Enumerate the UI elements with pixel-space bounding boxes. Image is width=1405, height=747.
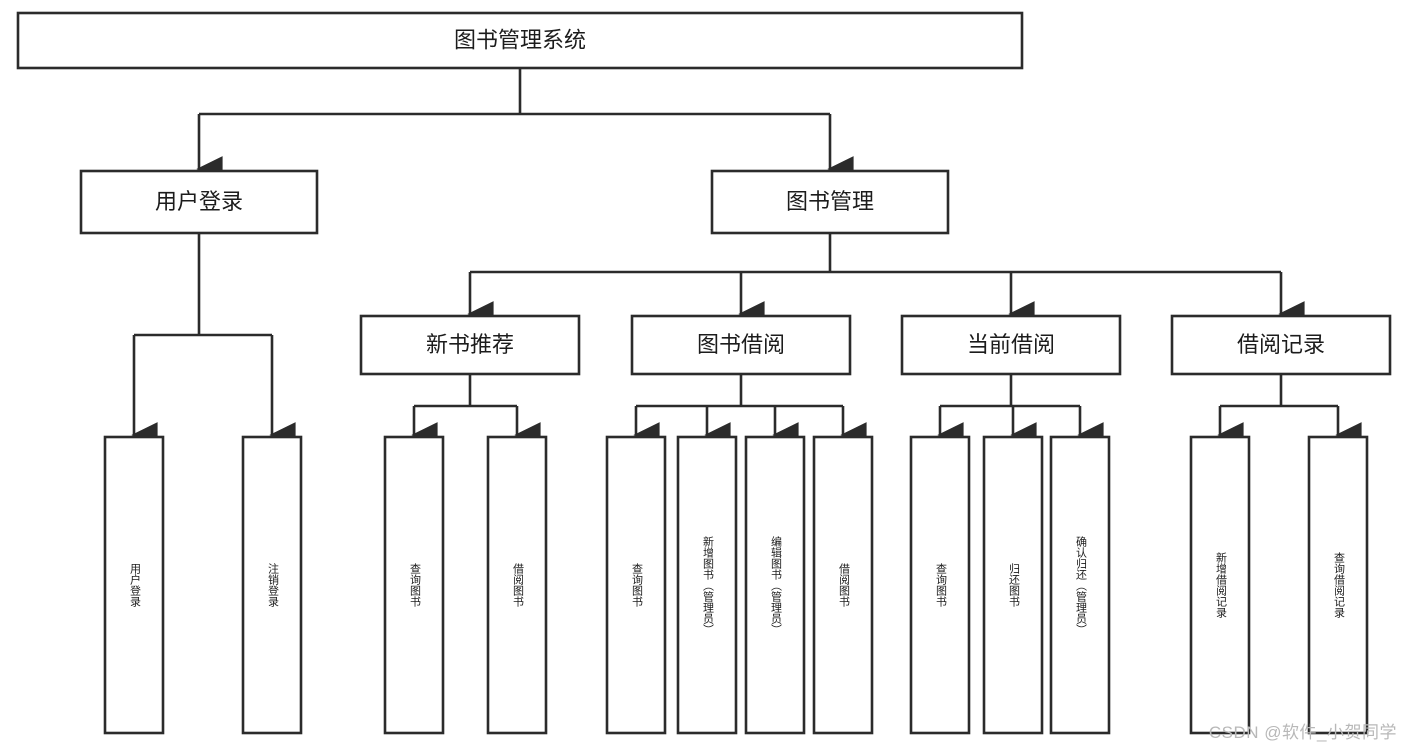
leaf-node-2-box[interactable] xyxy=(383,435,445,735)
level2-node-1-label: 图书管理 xyxy=(786,189,874,214)
root-node-box[interactable] xyxy=(16,11,1024,70)
leaf-node-0-box[interactable] xyxy=(103,435,165,735)
level2-node-0-label: 用户登录 xyxy=(155,189,243,214)
boxes-layer xyxy=(16,11,1392,735)
leaf-node-5-box[interactable] xyxy=(676,435,738,735)
level2-node-0-box[interactable] xyxy=(79,169,319,235)
leaf-node-1-box[interactable] xyxy=(241,435,303,735)
level3-node-0-box[interactable] xyxy=(359,314,581,376)
level3-node-0-label: 新书推荐 xyxy=(426,332,514,357)
connectors-layer xyxy=(131,68,1362,448)
leaf-node-9-box[interactable] xyxy=(982,435,1044,735)
leaf-node-8-box[interactable] xyxy=(909,435,971,735)
leaf-node-7-box[interactable] xyxy=(812,435,874,735)
level3-node-2-box[interactable] xyxy=(900,314,1122,376)
leaf-node-10-box[interactable] xyxy=(1049,435,1111,735)
level3-node-1-box[interactable] xyxy=(630,314,852,376)
level3-node-1-label: 图书借阅 xyxy=(697,332,785,357)
leaf-node-6-box[interactable] xyxy=(744,435,806,735)
root-node-label: 图书管理系统 xyxy=(454,27,586,52)
csdn-watermark: CSDN @软件_小贺同学 xyxy=(1208,723,1397,742)
leaf-node-12-box[interactable] xyxy=(1307,435,1369,735)
level2-node-1-box[interactable] xyxy=(710,169,950,235)
leaf-node-11-box[interactable] xyxy=(1189,435,1251,735)
level3-node-3-label: 借阅记录 xyxy=(1237,332,1325,357)
leaf-node-4-box[interactable] xyxy=(605,435,667,735)
level3-node-2-label: 当前借阅 xyxy=(967,332,1055,357)
level3-node-3-box[interactable] xyxy=(1170,314,1392,376)
leaf-node-3-box[interactable] xyxy=(486,435,548,735)
